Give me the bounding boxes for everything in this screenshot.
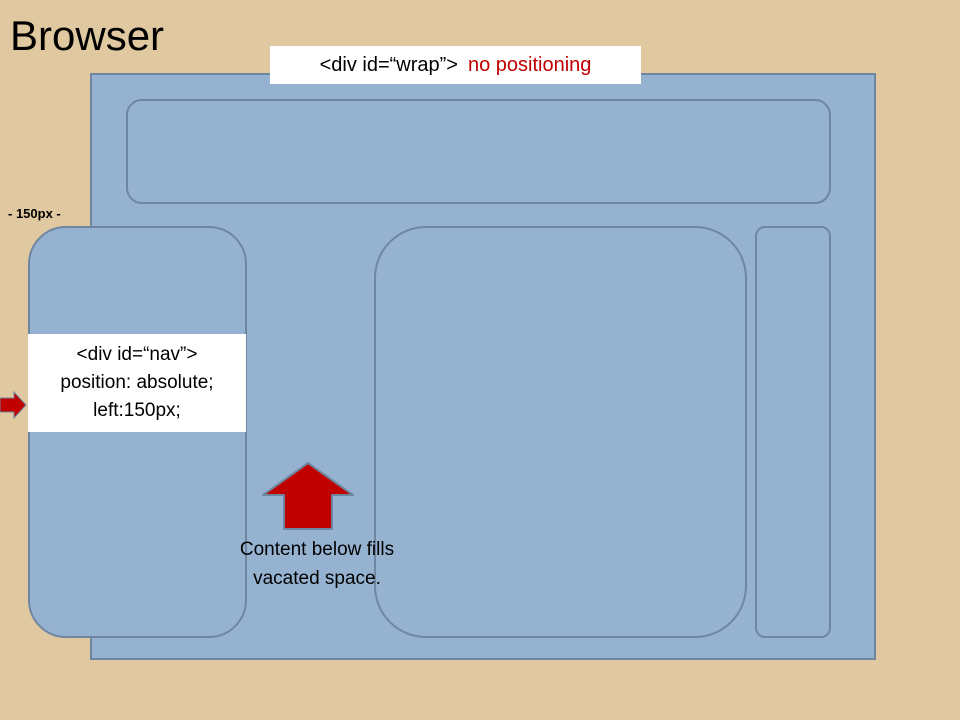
offset-label: - 150px - [8, 206, 61, 221]
caption-line2: vacated space. [253, 568, 381, 589]
nav-label-line3: left:150px; [93, 400, 181, 421]
header-box [126, 99, 831, 204]
content-box [374, 226, 747, 638]
nav-box [28, 226, 247, 638]
browser-title: Browser [10, 12, 165, 59]
nav-label-line1: <div id=“nav”> [76, 344, 198, 365]
right-arrow-icon [0, 390, 27, 420]
nav-label: <div id=“nav”> position: absolute; left:… [28, 334, 246, 432]
up-arrow-icon [262, 462, 354, 530]
caption-line1: Content below fills [239, 539, 395, 560]
nav-label-line2: position: absolute; [60, 372, 214, 393]
wrap-label: <div id=“wrap”> no positioning [270, 46, 641, 84]
sidebar-box [755, 226, 831, 638]
wrap-label-note: no positioning [467, 53, 592, 76]
caption: Content below fills vacated space. [200, 535, 434, 593]
wrap-label-code: <div id=“wrap”> [319, 53, 458, 76]
